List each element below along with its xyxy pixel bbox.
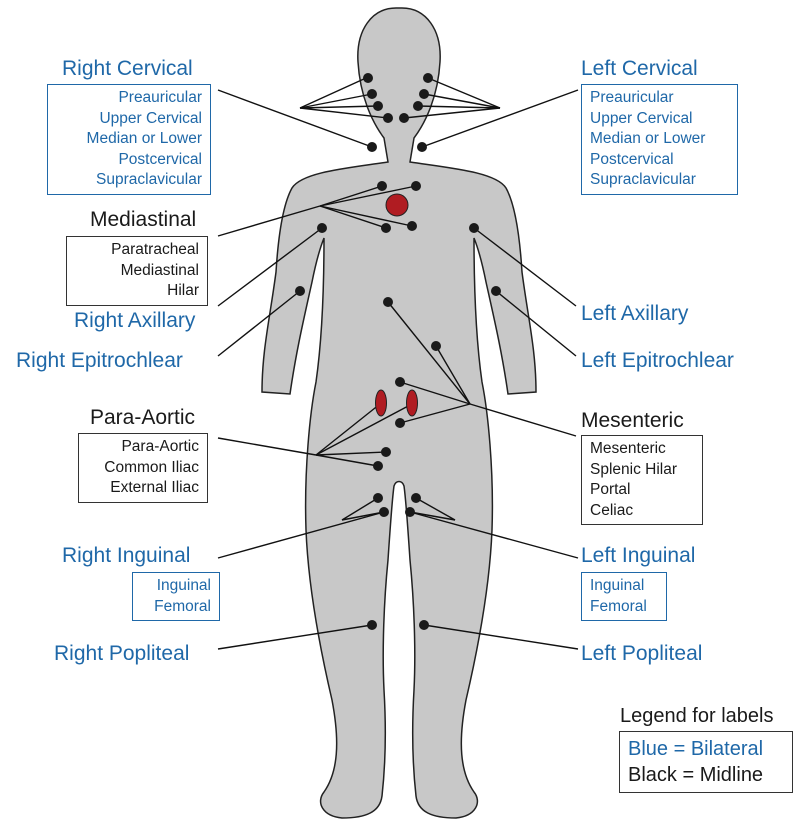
- right-inguinal-item: Femoral: [141, 597, 211, 618]
- lymph-node-dot: [419, 620, 429, 630]
- left-cervical-item: Supraclavicular: [590, 170, 729, 191]
- left-inguinal-item: Inguinal: [590, 576, 658, 597]
- right-cervical-item: Postcervical: [56, 150, 202, 171]
- lymph-node-dot: [431, 341, 441, 351]
- kidney-marker: [407, 390, 418, 416]
- mediastinal-item: Mediastinal: [75, 261, 199, 282]
- legend-box: Blue = Bilateral Black = Midline: [619, 731, 793, 793]
- para-aortic-item: External Iliac: [87, 478, 199, 499]
- left-popliteal-title: Left Popliteal: [581, 643, 702, 664]
- lymph-node-dot: [491, 286, 501, 296]
- mediastinal-title: Mediastinal: [90, 209, 196, 230]
- legend-title: Legend for labels: [620, 706, 773, 726]
- left-cervical-item: Median or Lower: [590, 129, 729, 150]
- right-cervical-item: Supraclavicular: [56, 170, 202, 191]
- right-inguinal-item: Inguinal: [141, 576, 211, 597]
- right-epitrochlear-title: Right Epitrochlear: [16, 350, 183, 371]
- left-inguinal-title: Left Inguinal: [581, 545, 695, 566]
- lymph-node-dot: [381, 223, 391, 233]
- mediastinal-box: Paratracheal Mediastinal Hilar: [66, 236, 208, 306]
- lymph-node-dot: [317, 223, 327, 233]
- kidney-marker: [376, 390, 387, 416]
- lymph-node-dot: [295, 286, 305, 296]
- human-body-silhouette: [262, 8, 536, 818]
- lymph-node-dot: [373, 101, 383, 111]
- para-aortic-box: Para-Aortic Common Iliac External Iliac: [78, 433, 208, 503]
- mesenteric-item: Splenic Hilar: [590, 460, 694, 481]
- left-cervical-item: Upper Cervical: [590, 109, 729, 130]
- left-epitrochlear-title: Left Epitrochlear: [581, 350, 734, 371]
- lymph-node-dot: [381, 447, 391, 457]
- mesenteric-item: Mesenteric: [590, 439, 694, 460]
- left-axillary-title: Left Axillary: [581, 303, 688, 324]
- left-cervical-title: Left Cervical: [581, 58, 698, 79]
- left-inguinal-box: Inguinal Femoral: [581, 572, 667, 621]
- lymph-node-dot: [411, 493, 421, 503]
- para-aortic-item: Para-Aortic: [87, 437, 199, 458]
- mesenteric-item: Celiac: [590, 501, 694, 522]
- heart-marker: [386, 194, 408, 216]
- legend-bilateral: Blue = Bilateral: [628, 736, 784, 762]
- lymph-node-dot: [395, 377, 405, 387]
- left-cervical-box: Preauricular Upper Cervical Median or Lo…: [581, 84, 738, 195]
- mediastinal-item: Paratracheal: [75, 240, 199, 261]
- left-cervical-connector: [428, 78, 500, 108]
- lymph-node-dot: [413, 101, 423, 111]
- lymph-node-dot: [367, 620, 377, 630]
- lymph-node-dot: [383, 297, 393, 307]
- lymph-node-dot: [373, 493, 383, 503]
- para-aortic-item: Common Iliac: [87, 458, 199, 479]
- right-cervical-title: Right Cervical: [62, 58, 193, 79]
- right-cervical-item: Upper Cervical: [56, 109, 202, 130]
- lymph-node-dot: [383, 113, 393, 123]
- mesenteric-item: Portal: [590, 480, 694, 501]
- para-aortic-title: Para-Aortic: [90, 407, 195, 428]
- lymph-node-dot: [367, 142, 377, 152]
- left-inguinal-item: Femoral: [590, 597, 658, 618]
- lymph-node-dot: [405, 507, 415, 517]
- lymph-node-dot: [469, 223, 479, 233]
- lymph-node-dot: [363, 73, 373, 83]
- right-inguinal-title: Right Inguinal: [62, 545, 190, 566]
- lymph-node-dot: [407, 221, 417, 231]
- right-inguinal-box: Inguinal Femoral: [132, 572, 220, 621]
- lymph-node-dot: [373, 461, 383, 471]
- lymph-node-dot: [399, 113, 409, 123]
- lymph-node-dot: [395, 418, 405, 428]
- lymph-node-dot: [379, 507, 389, 517]
- mesenteric-box: Mesenteric Splenic Hilar Portal Celiac: [581, 435, 703, 525]
- right-cervical-item: Median or Lower: [56, 129, 202, 150]
- lymph-node-dot: [423, 73, 433, 83]
- para-aortic-leader: [218, 438, 316, 455]
- lymph-node-dot: [367, 89, 377, 99]
- right-cervical-connector: [300, 78, 366, 108]
- right-axillary-title: Right Axillary: [74, 310, 195, 331]
- lymph-node-dot: [417, 142, 427, 152]
- left-cervical-item: Preauricular: [590, 88, 729, 109]
- left-cervical-item: Postcervical: [590, 150, 729, 171]
- right-cervical-box: Preauricular Upper Cervical Median or Lo…: [47, 84, 211, 195]
- lymph-node-dot: [419, 89, 429, 99]
- mesenteric-title: Mesenteric: [581, 410, 684, 431]
- lymph-node-dot: [377, 181, 387, 191]
- right-popliteal-title: Right Popliteal: [54, 643, 189, 664]
- right-cervical-item: Preauricular: [56, 88, 202, 109]
- legend-midline: Black = Midline: [628, 762, 784, 788]
- lymph-node-dot: [411, 181, 421, 191]
- mediastinal-item: Hilar: [75, 281, 199, 302]
